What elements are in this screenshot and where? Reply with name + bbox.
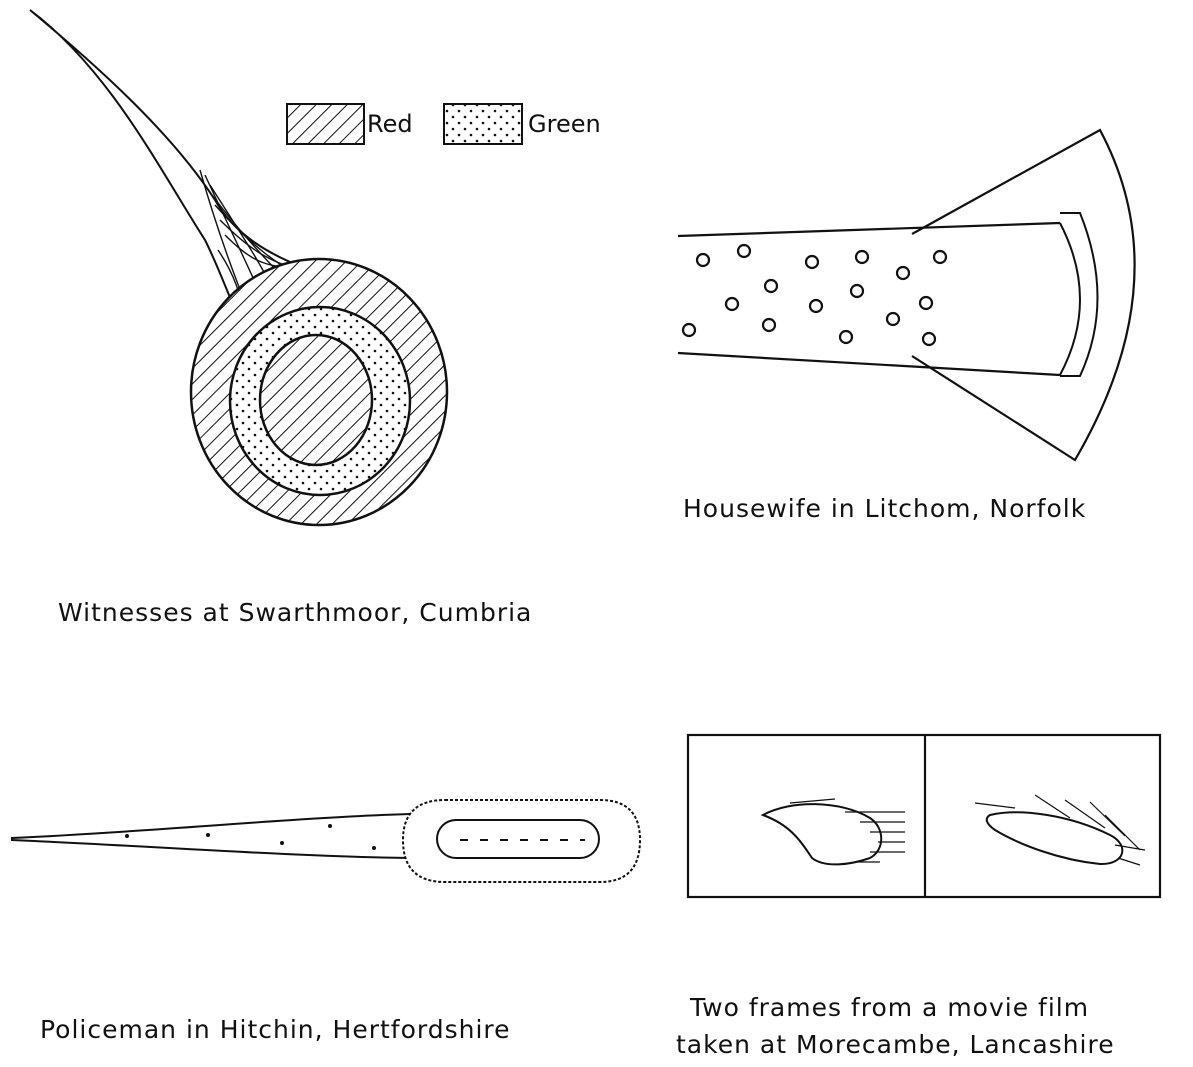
legend-green-swatch	[444, 104, 522, 144]
litcham-fan	[912, 130, 1135, 460]
morecambe-frames	[688, 735, 1160, 897]
caption-morecambe-line1: Two frames from a movie film	[690, 993, 1089, 1022]
legend-red-swatch	[287, 104, 364, 144]
legend-red-label: Red	[367, 110, 413, 138]
legend-green-label: Green	[528, 110, 601, 138]
caption-hitchin: Policeman in Hitchin, Hertfordshire	[40, 1015, 511, 1044]
caption-swarthmoor: Witnesses at Swarthmoor, Cumbria	[58, 598, 532, 627]
swarthmoor-object	[30, 10, 447, 525]
litcham-object	[678, 130, 1135, 460]
swarthmoor-core	[260, 335, 372, 465]
caption-litcham: Housewife in Litchom, Norfolk	[683, 494, 1086, 523]
hitchin-tail	[12, 814, 410, 858]
litcham-dots	[683, 245, 946, 345]
caption-morecambe-line2: taken at Morecambe, Lancashire	[676, 1030, 1115, 1059]
hitchin-object	[12, 800, 640, 882]
